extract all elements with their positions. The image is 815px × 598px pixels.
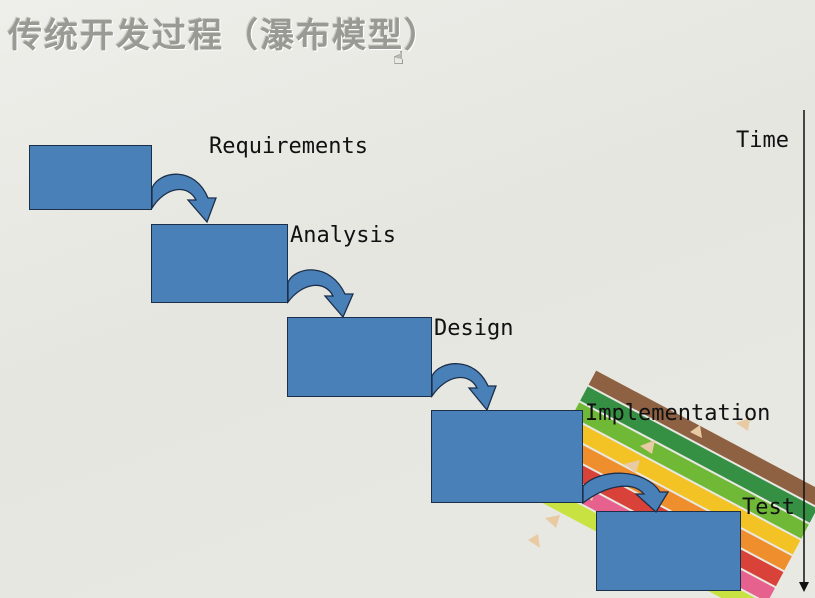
stage-label-test: Test [742,495,795,520]
stage-box-implementation [431,410,583,503]
curved-arrow-4 [582,472,670,514]
curved-arrow-1 [151,173,217,224]
slide-title: 传统开发过程（瀑布模型） [8,16,440,56]
stage-box-requirements [29,145,152,210]
curved-arrow-2 [287,269,354,319]
time-label: Time [736,128,789,153]
stage-box-analysis [151,224,288,303]
stage-box-design [287,317,432,397]
hand-cursor-icon: ☝ [393,48,404,69]
time-axis-arrowhead [799,582,809,592]
stage-label-requirements: Requirements [209,134,368,159]
stage-label-design: Design [434,316,514,341]
curved-arrow-3 [431,363,497,412]
stage-label-implementation: Implementation [585,401,771,426]
stage-label-analysis: Analysis [290,223,396,248]
stage-box-test [596,511,741,591]
